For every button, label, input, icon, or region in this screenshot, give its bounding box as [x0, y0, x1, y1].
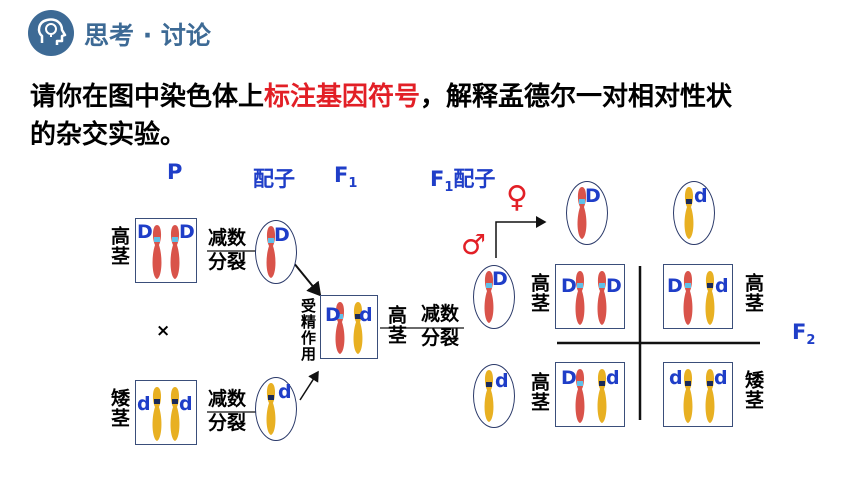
meiosis-label-bottom: 减数 分裂	[208, 388, 247, 434]
fertilization-label: 受精作用	[299, 298, 317, 362]
col-gamete: 配子	[253, 167, 295, 191]
gene-label: d	[715, 275, 729, 297]
chromosome-pair-red	[575, 271, 607, 325]
question-highlight: 标注基因符号	[264, 82, 421, 112]
female-gamete-recessive: d	[673, 181, 715, 245]
punnett-cell: D D	[555, 264, 625, 329]
punnett-cell: d d	[663, 362, 733, 427]
chromosome-pair-f1	[335, 302, 363, 354]
gene-label: d	[606, 367, 620, 389]
female-gamete-dominant: D	[566, 181, 608, 245]
gene-label: d	[137, 393, 151, 415]
gene-label: D	[274, 224, 290, 246]
chromosome-red	[266, 226, 276, 278]
chromosome-yellow	[266, 383, 276, 435]
chromosome-red	[484, 271, 494, 323]
punnett-phenotype: 矮茎	[742, 370, 764, 410]
chromosome-pair-red	[152, 225, 180, 279]
question-text: 请你在图中染色体上标注基因符号，解释孟德尔一对相对性状 的杂交实验。	[30, 78, 830, 154]
gene-label: D	[179, 221, 195, 243]
gene-label: d	[278, 381, 292, 403]
gene-label: d	[179, 393, 193, 415]
parent-short-label: 矮茎	[108, 388, 130, 428]
header: 思考 · 讨论	[28, 8, 223, 58]
gene-label: D	[561, 275, 577, 297]
male-gamete-dominant: D	[473, 265, 515, 329]
punnett-cell: D d	[663, 264, 733, 329]
question-line-1: 请你在图中染色体上标注基因符号，解释孟德尔一对相对性状	[30, 82, 733, 112]
parent-tall-label: 高茎	[108, 226, 130, 266]
head-lightbulb-icon	[28, 10, 74, 56]
gene-label: d	[359, 304, 373, 326]
gene-label: D	[561, 367, 577, 389]
gene-label: D	[137, 221, 153, 243]
col-f1: F1	[334, 163, 358, 192]
gene-label: D	[606, 275, 622, 297]
col-p: P	[167, 160, 183, 184]
gene-label: D	[667, 275, 683, 297]
female-symbol: ♀	[506, 180, 528, 215]
punnett-phenotype: 高茎	[528, 273, 550, 313]
punnett-phenotype: 高茎	[742, 273, 764, 313]
gene-label: D	[492, 268, 508, 290]
gene-label: d	[714, 367, 728, 389]
f1-phenotype: 高茎	[385, 305, 407, 345]
f1-box: D d	[320, 295, 378, 359]
punnett-phenotype: 高茎	[528, 372, 550, 412]
chromosome-pair-yellow	[683, 369, 715, 423]
chromosome-pair-yellow	[152, 387, 180, 441]
gene-label: D	[585, 185, 601, 207]
male-symbol: ♂	[461, 228, 487, 261]
chromosome-red	[577, 187, 587, 239]
f1-meiosis-label: 减数 分裂	[421, 303, 460, 349]
gene-label: d	[669, 367, 683, 389]
col-f1-gamete: F1配子	[430, 167, 496, 196]
f2-label: F2	[792, 320, 816, 349]
gene-label: d	[495, 370, 509, 392]
cross-symbol: ×	[156, 321, 171, 341]
page-title: 思考 · 讨论	[84, 21, 211, 50]
chromosome-pair-mixed	[575, 369, 607, 423]
gamete-recessive: d	[255, 377, 297, 441]
parent-tall-box: D D	[135, 218, 197, 283]
gene-label: d	[694, 185, 708, 207]
gene-label: D	[325, 304, 341, 326]
chromosome-pair-mixed	[683, 271, 715, 325]
parent-short-box: d d	[135, 380, 197, 445]
chromosome-yellow	[684, 187, 694, 239]
chromosome-yellow	[484, 370, 494, 422]
male-gamete-recessive: d	[473, 364, 515, 428]
question-line-2: 的杂交实验。	[30, 120, 187, 150]
gamete-dominant: D	[255, 220, 297, 284]
punnett-cell: D d	[555, 362, 625, 427]
meiosis-label-top: 减数 分裂	[208, 227, 247, 273]
